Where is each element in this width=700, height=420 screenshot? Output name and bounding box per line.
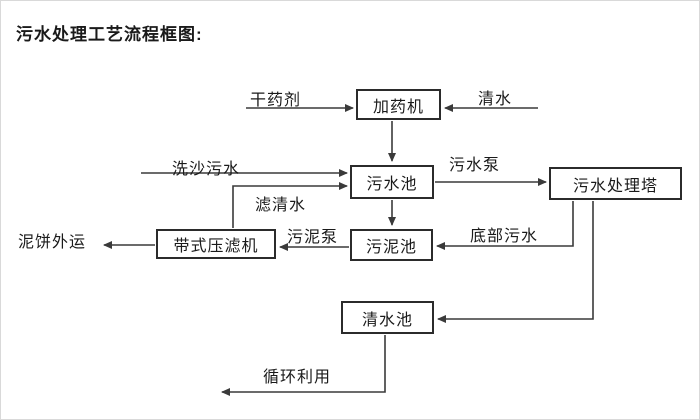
node-clean-water-pool: 清水池: [341, 301, 434, 334]
label-bottom-sewage: 底部污水: [470, 228, 539, 245]
node-treatment-tower: 污水处理塔: [549, 167, 682, 200]
label-mud-cake-out: 泥饼外运: [18, 234, 87, 251]
page-title: 污水处理工艺流程框图:: [16, 25, 203, 44]
label-clean-water: 清水: [478, 91, 513, 108]
label-sludge-pump: 污泥泵: [287, 229, 339, 246]
node-sewage-pool: 污水池: [350, 165, 434, 199]
label-filtered-water: 滤清水: [255, 197, 307, 214]
arrow-clean-pool-to-recycle: [221, 335, 386, 396]
label-sewage-pump: 污水泵: [449, 157, 501, 174]
arrow-filtered-water-to-sewage-pool: [232, 182, 348, 228]
label-dry-chemical: 干药剂: [250, 92, 302, 109]
node-dosing-machine: 加药机: [356, 89, 441, 120]
node-belt-filter-press: 带式压滤机: [156, 229, 276, 259]
arrow-tower-to-clean-water-pool: [437, 201, 594, 323]
node-sludge-pool: 污泥池: [350, 229, 433, 261]
label-sand-washing-sewage: 洗沙污水: [172, 161, 241, 178]
arrow-bottom-sewage-to-sludge-pool: [436, 201, 574, 250]
label-recycle-use: 循环利用: [263, 369, 332, 386]
